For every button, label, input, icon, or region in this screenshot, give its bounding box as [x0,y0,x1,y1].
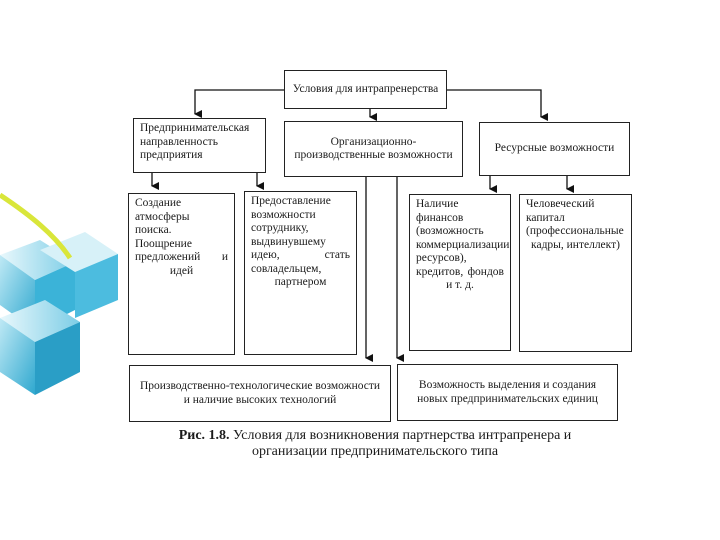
box-search-atmosphere-text: Создание атмосферы поиска. Поощрение пре… [135,197,228,277]
box-tech-capabilities-text: Производственно-технологические возможно… [139,380,381,406]
box-resources: Ресурсные возможности [479,122,630,176]
box-co-ownership: Предоставление возможности сотруднику, в… [244,191,357,355]
figure-caption-text: Условия для возникновения партнерства ин… [233,428,572,459]
box-org-production: Организационно-производственные возможно… [284,121,463,177]
box-resources-text: Ресурсные возможности [494,142,615,155]
decorative-graphic [0,192,118,395]
cube-stack [0,232,118,395]
box-conditions: Условия для интрапренерства [284,70,447,109]
box-new-units: Возможность выделения и создания новых п… [397,364,618,421]
box-co-ownership-text: Предоставление возможности сотруднику, в… [251,195,350,288]
figure-caption: Рис. 1.8. Условия для возникновения парт… [150,428,600,460]
box-finances: Наличие финансов (возможность коммерциал… [409,194,511,351]
box-conditions-text: Условия для интрапренерства [292,82,439,95]
box-new-units-text: Возможность выделения и создания новых п… [417,379,598,405]
box-entrepreneurial-orientation: Предпринимательская направленность предп… [133,118,266,173]
box-human-capital-text: Человеческий капитал (профессиональные к… [526,198,624,251]
box-search-atmosphere: Создание атмосферы поиска. Поощрение пре… [128,193,235,355]
box-finances-text: Наличие финансов (возможность коммерциал… [416,198,510,291]
box-human-capital: Человеческий капитал (профессиональные к… [519,194,632,352]
cable-line [0,192,73,260]
box-tech-capabilities: Производственно-технологические возможно… [129,365,391,422]
figure-caption-label: Рис. 1.8. [178,428,230,443]
box-entrepreneurial-orientation-text: Предпринимательская направленность предп… [140,122,250,161]
box-org-production-text: Организационно-производственные возможно… [294,135,453,162]
